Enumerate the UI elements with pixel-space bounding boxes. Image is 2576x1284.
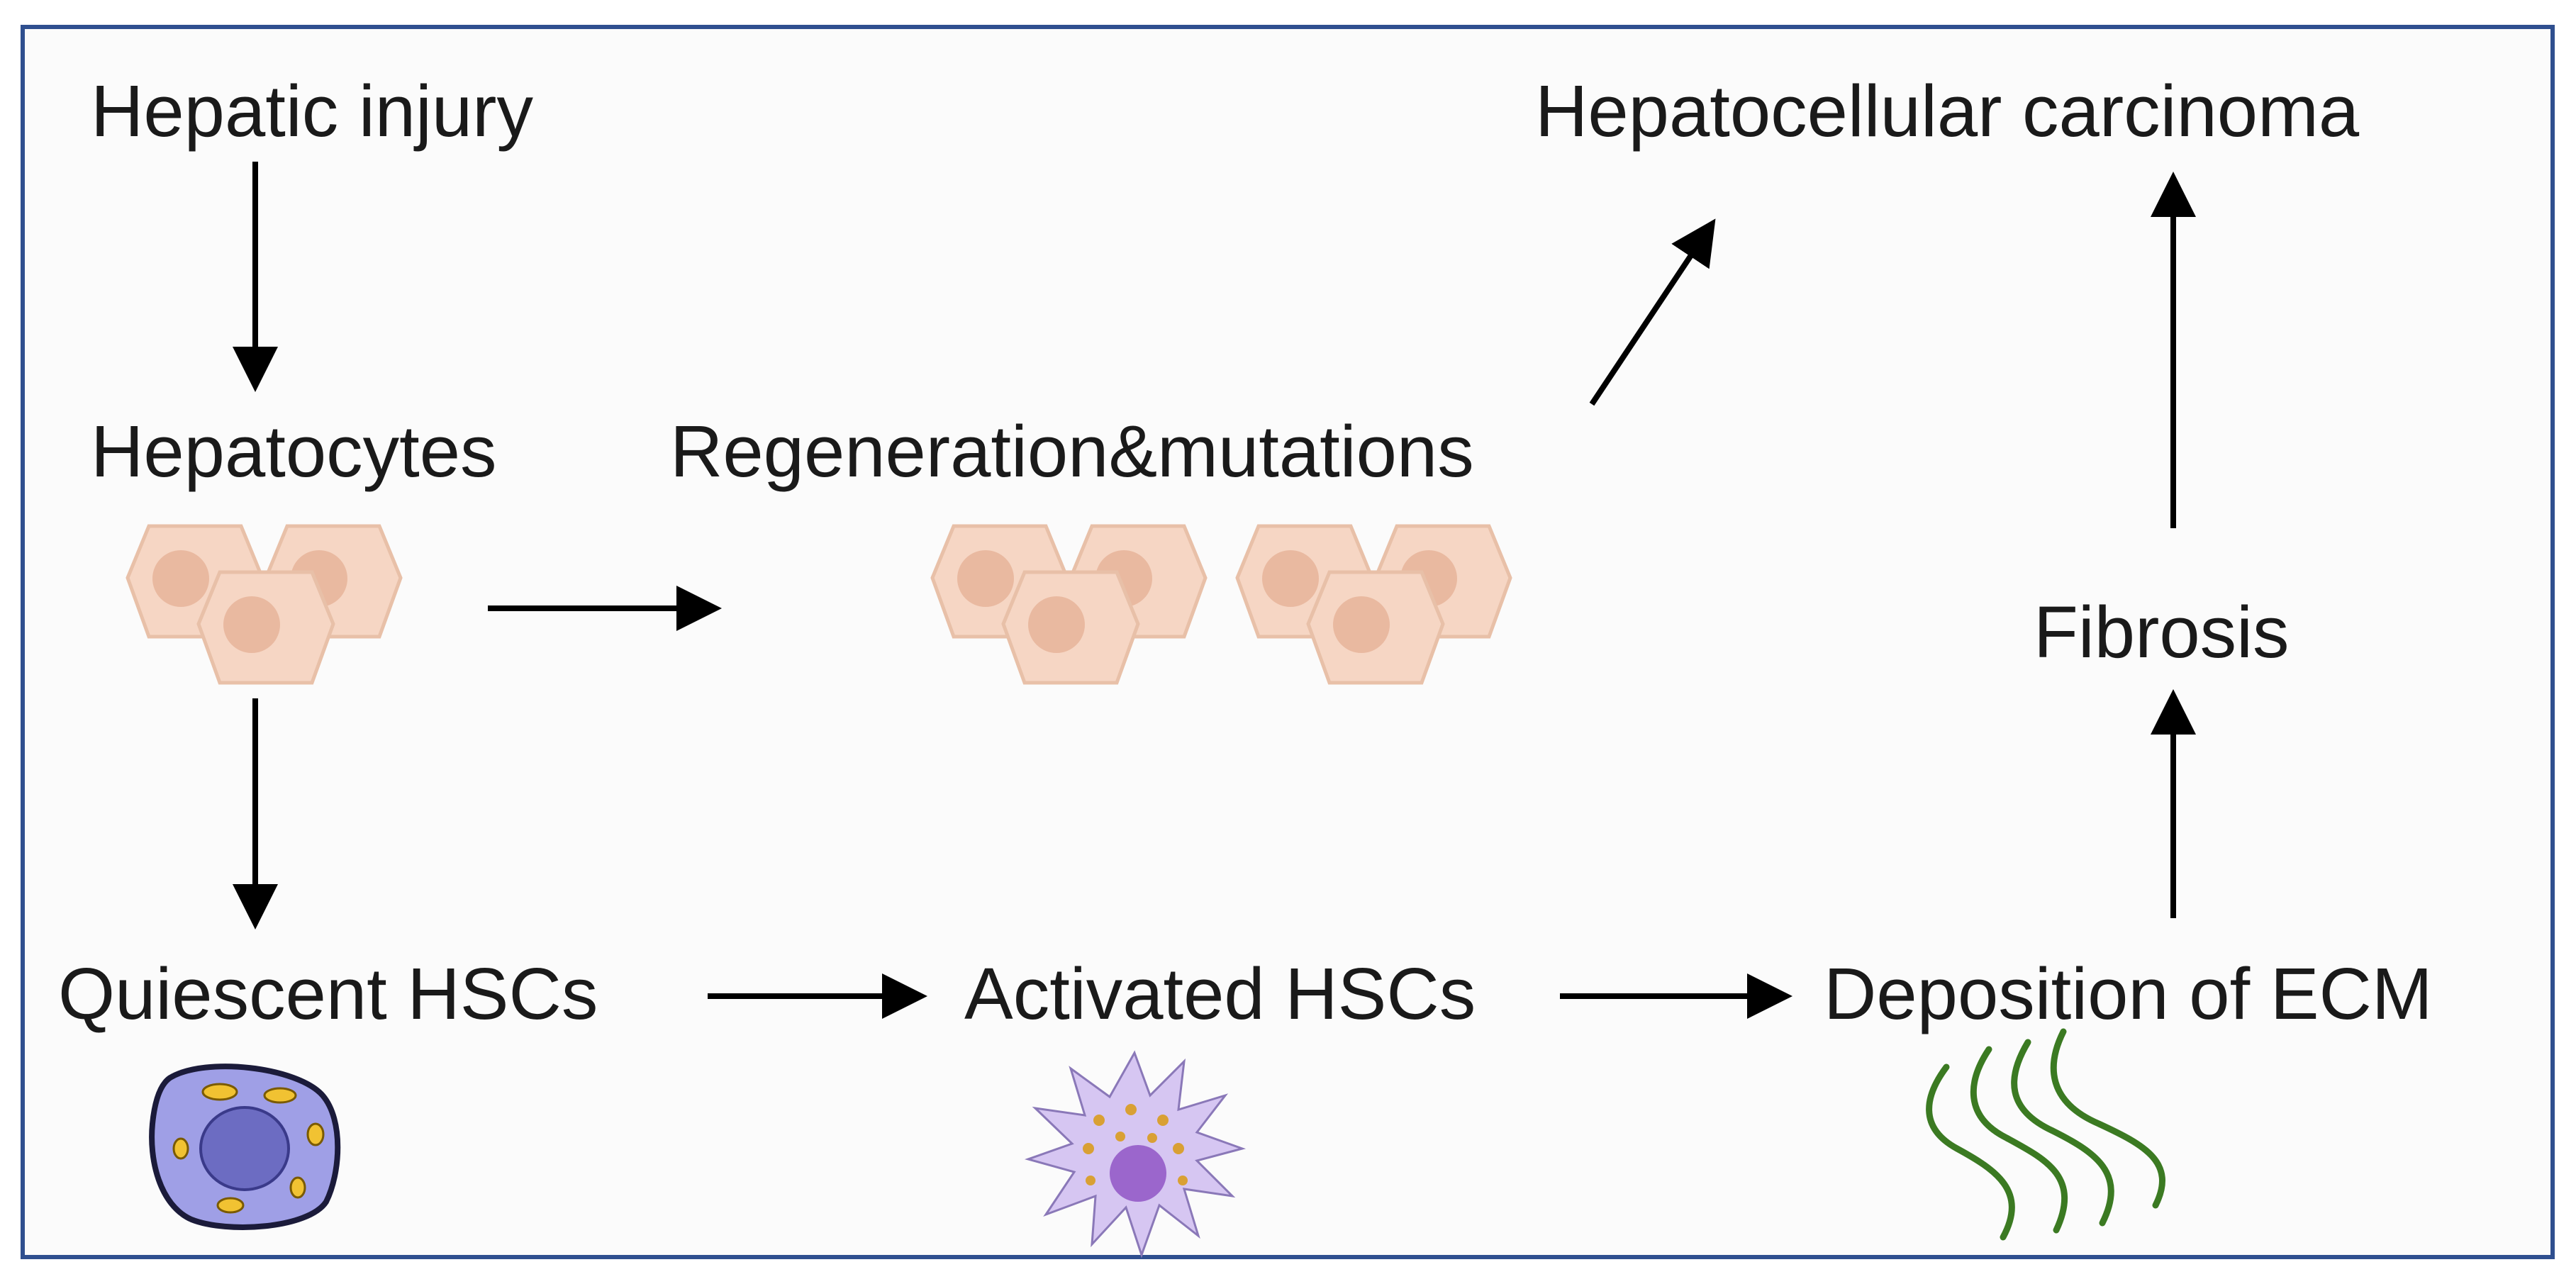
- node-regeneration-mutations: Regeneration&mutations: [670, 411, 1474, 492]
- node-fibrosis: Fibrosis: [2034, 591, 2290, 673]
- quiescent-hsc-icon: [149, 1064, 341, 1230]
- node-quiescent-hscs: Quiescent HSCs: [58, 953, 598, 1034]
- node-activated-hscs: Activated HSCs: [964, 953, 1476, 1034]
- diagram-frame: [21, 25, 2555, 1259]
- node-hepatocellular-carcinoma: Hepatocellular carcinoma: [1535, 70, 2360, 152]
- node-hepatic-injury: Hepatic injury: [91, 70, 533, 152]
- activated-hsc-icon: [1025, 1050, 1247, 1258]
- ecm-fibers-icon: [1926, 1028, 2165, 1241]
- node-deposition-ecm: Deposition of ECM: [1824, 953, 2433, 1034]
- node-hepatocytes: Hepatocytes: [91, 411, 497, 492]
- arrow-regeneration-to-carcinoma: [1589, 218, 1716, 406]
